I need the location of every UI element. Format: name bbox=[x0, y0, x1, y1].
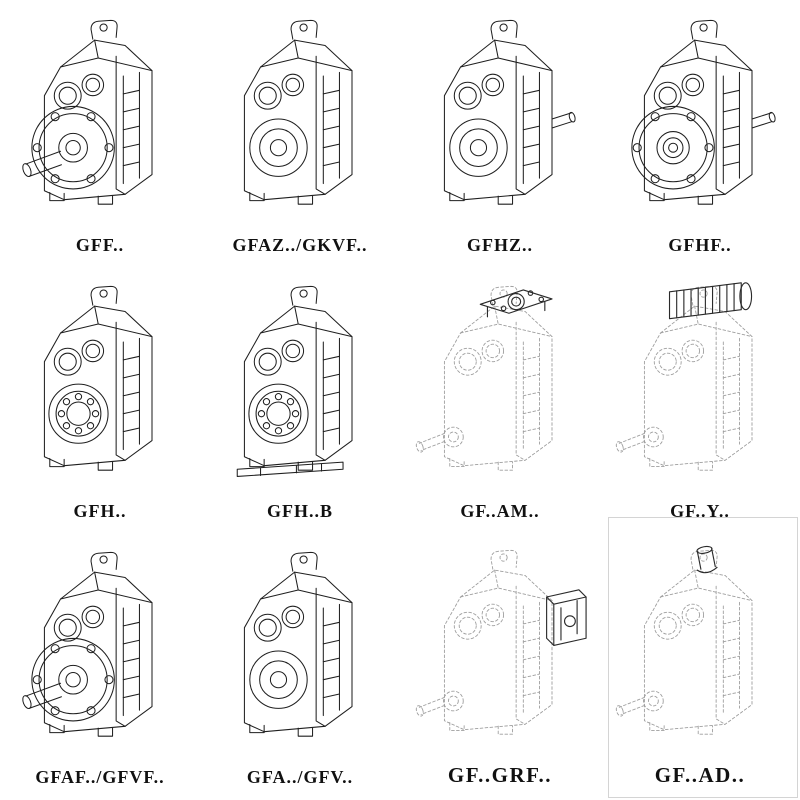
gearbox-drawing-hollow-base-plate bbox=[202, 270, 398, 499]
gearbox-figure: GFHF.. bbox=[602, 4, 798, 256]
gearbox-illustration bbox=[631, 19, 777, 205]
model-label: GFHZ.. bbox=[466, 235, 533, 255]
gearbox-cell-gfhf: GFHF.. bbox=[600, 0, 800, 266]
model-label: GFHF.. bbox=[668, 235, 732, 255]
model-label: GF..Y.. bbox=[670, 501, 730, 521]
gearbox-drawing-hollow-shaft bbox=[202, 4, 398, 233]
gearbox-figure: GFF.. bbox=[2, 4, 198, 256]
gearbox-drawing-with-motor bbox=[602, 270, 798, 499]
gearbox-figure: GFAF../GFVF.. bbox=[2, 536, 198, 788]
gearbox-cell-gfhz: GFHZ.. bbox=[400, 0, 600, 266]
gearbox-illustration bbox=[20, 19, 153, 205]
gearbox-figure: GFAZ../GKVF.. bbox=[202, 4, 398, 256]
gearbox-cell-gfaf-gfvf: GFAF../GFVF.. bbox=[0, 532, 200, 798]
gearbox-drawing-output-flange-shaft bbox=[2, 4, 198, 233]
gearbox-cell-gf-am: GF..AM.. bbox=[400, 266, 600, 532]
gearbox-cell-gfh-b: GFH..B bbox=[200, 266, 400, 532]
gearbox-cell-gf-grf: GF..GRF.. bbox=[400, 532, 600, 798]
gearbox-cell-gfaz-gkvf: GFAZ../GKVF.. bbox=[200, 0, 400, 266]
gearbox-figure: GFA../GFV.. bbox=[202, 536, 398, 788]
gearbox-illustration bbox=[243, 19, 353, 205]
model-label: GF..AM.. bbox=[460, 501, 540, 521]
gearbox-drawing-top-input-shaft bbox=[602, 536, 798, 761]
model-label: GF..GRF.. bbox=[447, 763, 553, 787]
model-label: GFF.. bbox=[75, 235, 125, 255]
gearbox-figure: GFHZ.. bbox=[402, 4, 598, 256]
model-label: GFAZ../GKVF.. bbox=[232, 235, 368, 255]
gearbox-figure: GF..AD.. bbox=[602, 536, 798, 788]
gearbox-drawing-hollow-bearing bbox=[2, 270, 198, 499]
gearbox-illustration bbox=[20, 551, 153, 737]
gearbox-drawing-output-flange-shaft bbox=[2, 536, 198, 765]
model-label: GF..AD.. bbox=[654, 763, 746, 787]
gearbox-illustration bbox=[414, 549, 587, 735]
gearbox-figure: GF..GRF.. bbox=[402, 536, 598, 788]
gearbox-figure: GF..Y.. bbox=[602, 270, 798, 522]
gearbox-drawing-input-flange-adapter bbox=[402, 270, 598, 499]
model-label: GFH.. bbox=[73, 501, 127, 521]
model-label: GFA../GFV.. bbox=[246, 767, 354, 787]
gearbox-illustration bbox=[614, 544, 753, 735]
gearbox-illustration bbox=[243, 551, 353, 737]
gearbox-figure: GFH..B bbox=[202, 270, 398, 522]
gearbox-illustration bbox=[443, 19, 577, 205]
gearbox-figure: GFH.. bbox=[2, 270, 198, 522]
model-label: GFH..B bbox=[266, 501, 333, 521]
gearbox-cell-gff: GFF.. bbox=[0, 0, 200, 266]
gearbox-cell-gf-y: GF..Y.. bbox=[600, 266, 800, 532]
gearbox-illustration bbox=[43, 285, 153, 471]
gearbox-illustration bbox=[414, 285, 553, 471]
gearbox-illustration bbox=[236, 285, 353, 477]
gearbox-cell-gf-ad: GF..AD.. bbox=[600, 532, 800, 798]
gearbox-drawing-input-adapter-block bbox=[402, 536, 598, 761]
gearbox-drawing-hollow-shrink-disc bbox=[402, 4, 598, 233]
gearbox-cell-gfa-gfv: GFA../GFV.. bbox=[200, 532, 400, 798]
gearbox-drawing-hollow-shaft bbox=[202, 536, 398, 765]
gearbox-drawing-flange-hollow-bore bbox=[602, 4, 798, 233]
gearbox-figure: GF..AM.. bbox=[402, 270, 598, 522]
model-label: GFAF../GFVF.. bbox=[35, 767, 165, 787]
gearbox-illustration bbox=[614, 281, 753, 471]
gearbox-cell-gfh: GFH.. bbox=[0, 266, 200, 532]
